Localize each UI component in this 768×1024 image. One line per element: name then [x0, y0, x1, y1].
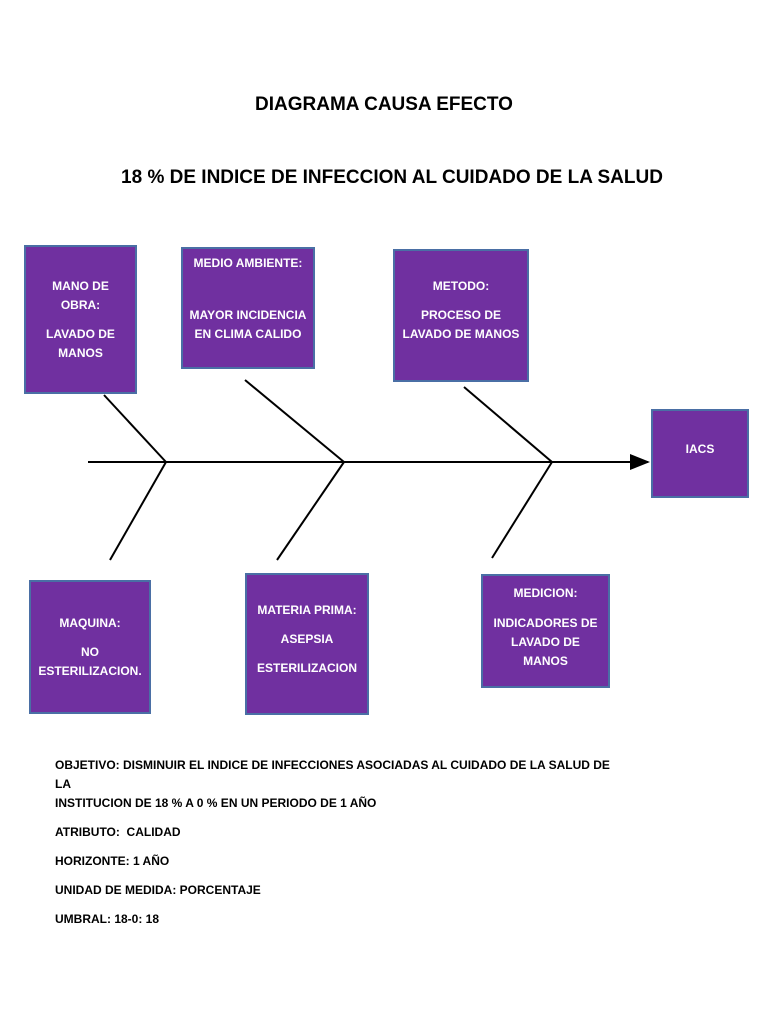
- cause-medicion-detail-2: LAVADO DE: [511, 635, 580, 649]
- cause-mano-de-obra-head-2: OBRA:: [60, 297, 101, 312]
- note-objetivo: OBJETIVO: DISMINUIR EL INDICE DE INFECCI…: [55, 756, 615, 813]
- cause-medicion-head: MEDICION:: [513, 586, 578, 600]
- cause-maquina-detail-1: NO: [81, 644, 99, 659]
- cause-mano-de-obra: MANO DE OBRA: LAVADO DE MANOS: [24, 245, 137, 394]
- note-atributo: ATRIBUTO: CALIDAD: [55, 825, 181, 839]
- bone-medio-ambiente: [244, 379, 345, 463]
- cause-medio-ambiente-detail-2: EN CLIMA CALIDO: [194, 327, 302, 341]
- diagram-title: DIAGRAMA CAUSA EFECTO: [255, 94, 513, 115]
- note-horizonte: HORIZONTE: 1 AÑO: [55, 854, 170, 868]
- cause-mano-de-obra-detail-2: MANOS: [58, 345, 103, 360]
- cause-metodo-head: METODO:: [432, 279, 490, 293]
- cause-medicion-detail-1: INDICADORES DE: [493, 616, 598, 630]
- cause-maquina: MAQUINA: NO ESTERILIZACION.: [29, 580, 151, 714]
- bone-medicion: [491, 461, 553, 559]
- cause-maquina-head: MAQUINA:: [59, 615, 121, 630]
- bone-metodo: [463, 386, 553, 463]
- cause-medio-ambiente: MEDIO AMBIENTE: MAYOR INCIDENCIA EN CLIM…: [181, 247, 315, 369]
- problem-statement: 18 % DE INDICE DE INFECCION AL CUIDADO D…: [121, 167, 663, 188]
- cause-mano-de-obra-head-1: MANO DE: [52, 278, 109, 293]
- note-unidad: UNIDAD DE MEDIDA: PORCENTAJE: [55, 883, 261, 897]
- bone-maquina: [109, 461, 167, 561]
- cause-materia-prima-detail-1: ASEPSIA: [280, 632, 334, 646]
- cause-materia-prima: MATERIA PRIMA: ASEPSIA ESTERILIZACION: [245, 573, 369, 715]
- cause-metodo: METODO: PROCESO DE LAVADO DE MANOS: [393, 249, 529, 382]
- bone-mano-de-obra: [103, 394, 167, 463]
- note-objetivo-line1: OBJETIVO: DISMINUIR EL INDICE DE INFECCI…: [55, 758, 610, 791]
- project-notes: OBJETIVO: DISMINUIR EL INDICE DE INFECCI…: [55, 756, 615, 939]
- cause-materia-prima-head: MATERIA PRIMA:: [257, 603, 357, 617]
- cause-metodo-detail-1: PROCESO DE: [420, 308, 501, 322]
- cause-medicion: MEDICION: INDICADORES DE LAVADO DE MANOS: [481, 574, 610, 688]
- cause-materia-prima-detail-2: ESTERILIZACION: [256, 661, 357, 675]
- cause-medio-ambiente-detail-1: MAYOR INCIDENCIA: [189, 308, 307, 322]
- cause-medicion-detail-3: MANOS: [523, 654, 568, 668]
- note-umbral: UMBRAL: 18-0: 18: [55, 912, 160, 926]
- note-objetivo-line2: INSTITUCION DE 18 % A 0 % EN UN PERIODO …: [55, 796, 377, 810]
- cause-mano-de-obra-detail-1: LAVADO DE: [46, 326, 115, 341]
- effect-box: IACS: [651, 409, 749, 498]
- cause-maquina-detail-2: ESTERILIZACION.: [38, 663, 142, 678]
- cause-medio-ambiente-head: MEDIO AMBIENTE:: [193, 256, 303, 270]
- effect-label: IACS: [685, 442, 715, 456]
- bone-materia-prima: [276, 461, 345, 561]
- cause-metodo-detail-2: LAVADO DE MANOS: [402, 327, 520, 341]
